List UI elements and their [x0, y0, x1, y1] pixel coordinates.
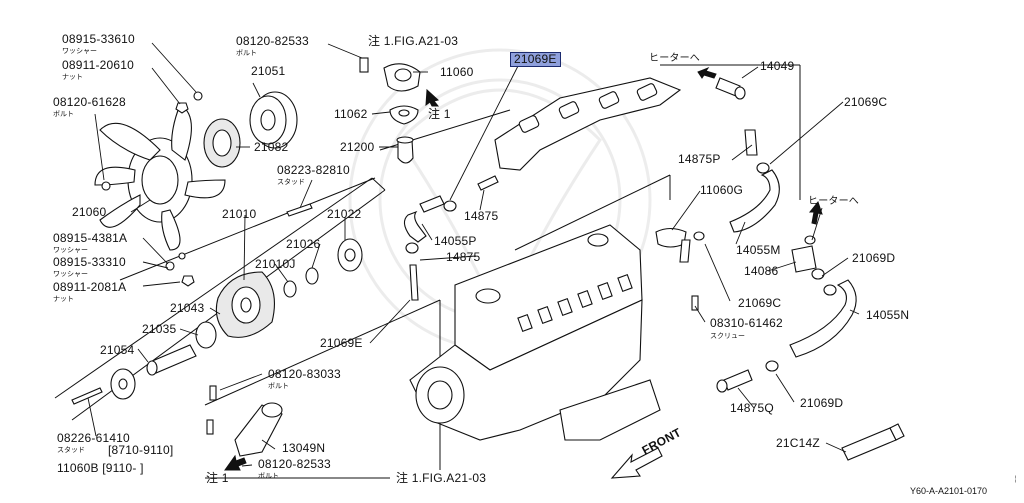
- pulley-part: [249, 91, 298, 149]
- fitting-14875p: [744, 129, 758, 156]
- thermostat-housing-part: [383, 63, 421, 164]
- leader-lines: [87, 42, 860, 467]
- fan-clutch-part: [203, 118, 241, 168]
- valve-14086: [791, 235, 817, 273]
- note1-bottom: 注 1: [206, 471, 229, 485]
- label-21060: 21060: [72, 205, 107, 219]
- note-arrow-top: [425, 88, 440, 107]
- sublabel-08915-33610: ワッシャー: [62, 47, 97, 55]
- label-08120-82533-bottom: 08120-82533: [258, 457, 331, 471]
- fitting-14875q: [716, 369, 753, 393]
- label-21069c-mid: 21069C: [738, 296, 782, 310]
- label-21022: 21022: [327, 207, 362, 221]
- fitting-14049: [715, 77, 746, 100]
- shaft-part: [146, 344, 197, 376]
- label-08120-61628: 08120-61628: [53, 95, 126, 109]
- label-21035: 21035: [142, 322, 177, 336]
- label-21082: 21082: [254, 140, 289, 154]
- sublabel-08226-61410: スタッド: [57, 446, 85, 454]
- heater-arrow-mid: [808, 200, 823, 225]
- label-21051: 21051: [251, 64, 286, 78]
- label-08911-2081a: 08911-2081A: [53, 280, 127, 294]
- sublabel-08120-83033: ボルト: [268, 382, 289, 390]
- sublabel-08911-2081a: ナット: [53, 295, 74, 303]
- flange-11060g: [655, 227, 691, 263]
- label-14875q: 14875Q: [730, 401, 774, 415]
- label-21200: 21200: [340, 140, 375, 154]
- label-08915-4381a: 08915-4381A: [53, 231, 128, 245]
- label-heater-top: ヒーターへ: [649, 53, 700, 64]
- sublabel-08223-82810: スタッド: [277, 178, 305, 186]
- fan-blade-part: [94, 104, 226, 251]
- pulley-seat-part: [337, 238, 363, 272]
- label-08310-61462: 08310-61462: [710, 316, 783, 330]
- label-14875p: 14875P: [678, 152, 721, 166]
- hose-14055n: [789, 279, 857, 358]
- label-08226-61410: 08226-61410: [57, 431, 130, 445]
- label-21010: 21010: [222, 207, 257, 221]
- label-13049n: 13049N: [282, 441, 326, 455]
- label-11060: 11060: [440, 65, 474, 79]
- sealant-tube-21c14z: [841, 423, 905, 461]
- water-pump-part: [215, 271, 275, 338]
- hose-clamps: [405, 162, 837, 372]
- label-21010j: 21010J: [255, 257, 296, 271]
- label-14086: 14086: [744, 264, 779, 278]
- label-08120-82533-top: 08120-82533: [236, 34, 309, 48]
- note1-arrow-top: 注 1: [428, 107, 451, 121]
- label-08223-82810: 08223-82810: [277, 163, 350, 177]
- label-21069c-top: 21069C: [844, 95, 888, 109]
- label-14055n: 14055N: [866, 308, 910, 322]
- front-arrow-icon: [610, 447, 663, 479]
- note-arrow-bottom: [224, 454, 247, 471]
- gasket-21043: [195, 321, 217, 349]
- engine-block-part: [409, 224, 661, 441]
- heater-arrow-top: [697, 66, 717, 79]
- sublabel-08911-20610: ナット: [62, 73, 83, 81]
- label-heater-mid: ヒーターへ: [808, 196, 859, 207]
- sublabel-08120-61628: ボルト: [53, 110, 74, 118]
- label-21043: 21043: [170, 301, 205, 315]
- label-21069d-bottom: 21069D: [800, 396, 844, 410]
- label-21054: 21054: [100, 343, 135, 357]
- label-08915-33610: 08915-33610: [62, 32, 135, 46]
- label-08120-83033: 08120-83033: [268, 367, 341, 381]
- sublabel-08915-33310: ワッシャー: [53, 270, 88, 278]
- outlet-13049n: [234, 402, 283, 457]
- fitting-14875: [409, 175, 499, 301]
- label-14049: 14049: [760, 59, 795, 73]
- sublabel-08120-82533-top: ボルト: [236, 49, 257, 57]
- label-14875-2: 14875: [446, 250, 481, 264]
- edge-marker: ¦: [1014, 474, 1017, 483]
- label-14055p: 14055P: [434, 234, 477, 248]
- sublabel-08915-4381a: ワッシャー: [53, 246, 88, 254]
- label-08915-33310: 08915-33310: [53, 255, 126, 269]
- label-11060b: 11060B [9110- ]: [57, 461, 144, 475]
- label-21c14z: 21C14Z: [776, 436, 820, 450]
- label-21069e: 21069E: [320, 336, 363, 350]
- stud-part: [286, 203, 313, 217]
- label-21069e-highlighted[interactable]: 21069E: [510, 52, 561, 67]
- sublabel-08120-82533-bottom: ボルト: [258, 472, 279, 480]
- label-14875: 14875: [464, 209, 499, 223]
- sublabel-08310-61462: スクリュー: [710, 332, 745, 340]
- label-11060g: 11060G: [700, 183, 744, 197]
- hub-part: [110, 368, 136, 400]
- note1-fig-bottom: 注 1.FIG.A21-03: [396, 471, 487, 485]
- label-08911-20610: 08911-20610: [62, 58, 135, 72]
- seal-21026: [283, 267, 319, 298]
- footer-figure-code: Y60-A-A2101-0170: [910, 486, 988, 496]
- label-11062: 11062: [334, 107, 368, 121]
- label-21069d-right: 21069D: [852, 251, 896, 265]
- label-14055m: 14055M: [736, 243, 781, 257]
- label-21026: 21026: [286, 237, 321, 251]
- intake-manifold-part: [494, 77, 682, 171]
- label-8710-9110: [8710-9110]: [108, 443, 174, 457]
- hose-14055m: [729, 169, 780, 233]
- long-stud-part: [71, 387, 103, 405]
- note1-top: 注 1.FIG.A21-03: [368, 34, 459, 48]
